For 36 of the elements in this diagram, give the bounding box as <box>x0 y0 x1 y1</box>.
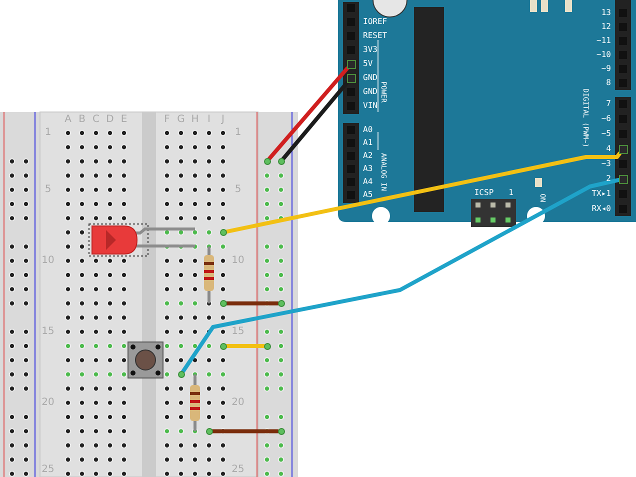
pin-label: 12 <box>601 23 611 31</box>
pin-label: GND <box>363 74 378 82</box>
pin-label: A2 <box>363 152 373 160</box>
pin-label: TX▸1 <box>592 190 611 198</box>
pin-label: A1 <box>363 139 373 147</box>
wire <box>224 152 622 234</box>
pin-label: ~10 <box>596 51 611 59</box>
pin-label: A5 <box>363 191 373 199</box>
pin-label: 2 <box>606 175 611 183</box>
pin-label: RX◂0 <box>592 205 611 213</box>
pin-label: 1 <box>508 189 514 197</box>
pin-label: A3 <box>363 165 373 173</box>
wire <box>281 80 350 161</box>
pin-label: ~3 <box>601 160 611 168</box>
pin-label: 4 <box>606 145 611 153</box>
pin-label: ~11 <box>596 37 611 45</box>
pin-label: A4 <box>363 178 373 186</box>
pin-label: 3V3 <box>363 46 378 54</box>
pin-label: ICSP <box>474 189 494 197</box>
pin-label: 5V <box>363 60 373 68</box>
pin-label: 13 <box>601 9 611 17</box>
pin-label: ~6 <box>601 115 611 123</box>
pin-label: ~9 <box>601 65 611 73</box>
wire <box>224 344 266 348</box>
wire <box>224 301 280 306</box>
pin-label: IOREF <box>363 18 388 26</box>
pin-label: RESET <box>363 32 388 40</box>
wire <box>181 178 620 374</box>
pin-label: 7 <box>606 100 611 108</box>
pin-label: 8 <box>606 79 611 87</box>
pin-label: A0 <box>363 126 373 134</box>
pin-label: GND <box>363 88 378 96</box>
pin-label: VIN <box>363 102 378 110</box>
pin-label: ~5 <box>601 130 611 138</box>
wire <box>267 66 350 161</box>
wire <box>210 429 280 434</box>
